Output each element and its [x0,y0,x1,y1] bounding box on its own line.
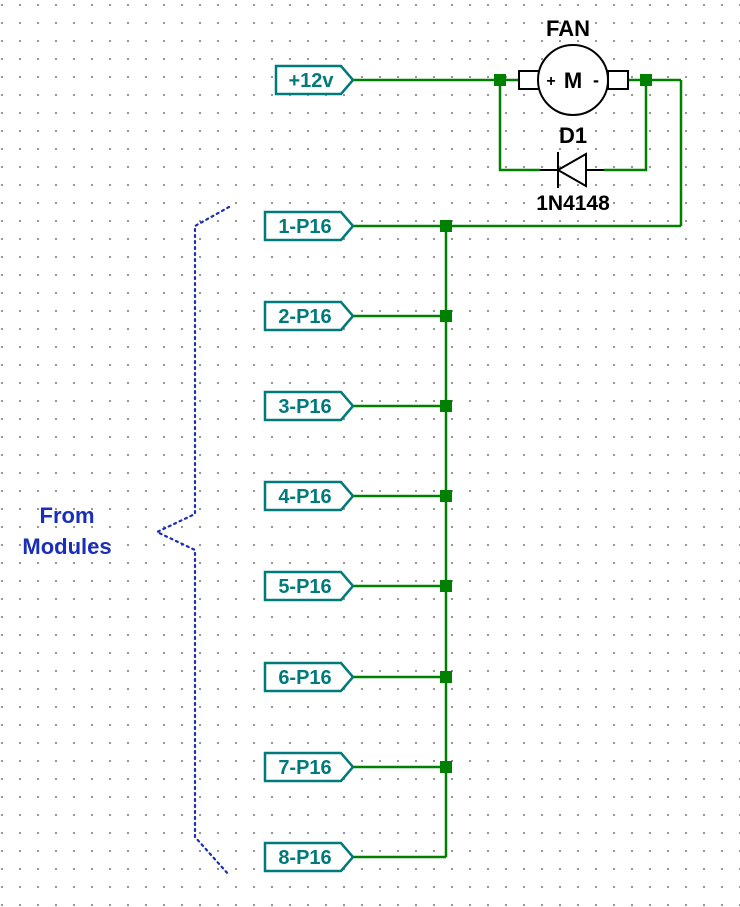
wire-diode-anode [498,80,540,172]
port-wires [353,224,446,859]
junction-dot [440,671,452,683]
module-port-label-2: 2-P16 [278,306,331,328]
module-port-label-1: 1-P16 [278,216,331,238]
module-port-label-8: 8-P16 [278,847,331,869]
fan-motor [518,44,629,116]
motor-plus-label: + [546,73,555,90]
module-port-label-6: 6-P16 [278,667,331,689]
module-port-shape-6 [263,661,355,693]
note-line-2: Modules [22,534,111,559]
supply-port-shape [274,64,355,96]
junctions [440,74,652,773]
junction-dot [640,74,652,86]
module-port-shape-7 [263,751,355,783]
junction-dot [440,761,452,773]
module-port-shape-1 [263,210,355,242]
ports [263,64,355,873]
motor-terminal-left [518,70,540,90]
module-port-shape-3 [263,390,355,422]
motor-terminal-right [607,70,629,90]
module-brace [154,205,231,877]
motor-name: FAN [546,16,590,41]
motor-body [537,44,609,116]
module-port-shape-8 [263,841,355,873]
module-port-label-5: 5-P16 [278,576,331,598]
port-labels: +12v 1-P16 2-P16 3-P16 4-P16 5-P16 6-P16… [278,70,334,869]
note-line-1: From [40,503,95,528]
module-port-label-3: 3-P16 [278,396,331,418]
junction-dot [440,220,452,232]
module-port-shape-2 [263,300,355,332]
motor-symbol: M [564,68,582,93]
module-port-shape-4 [263,480,355,512]
motor-minus-label: - [593,70,599,90]
junction-dot [440,580,452,592]
junction-dot [440,490,452,502]
module-port-label-4: 4-P16 [278,486,331,508]
diode-part: 1N4148 [536,192,610,215]
module-port-label-7: 7-P16 [278,757,331,779]
diode-ref: D1 [559,123,587,148]
junction-dot [440,400,452,412]
junction-dot [440,310,452,322]
diode-d1 [540,152,604,188]
supply-port-label: +12v [288,70,334,92]
junction-dot [494,74,506,86]
diode-triangle [555,152,587,188]
module-port-shape-5 [263,570,355,602]
wires [353,78,683,859]
wire-diode-cathode [604,80,648,172]
